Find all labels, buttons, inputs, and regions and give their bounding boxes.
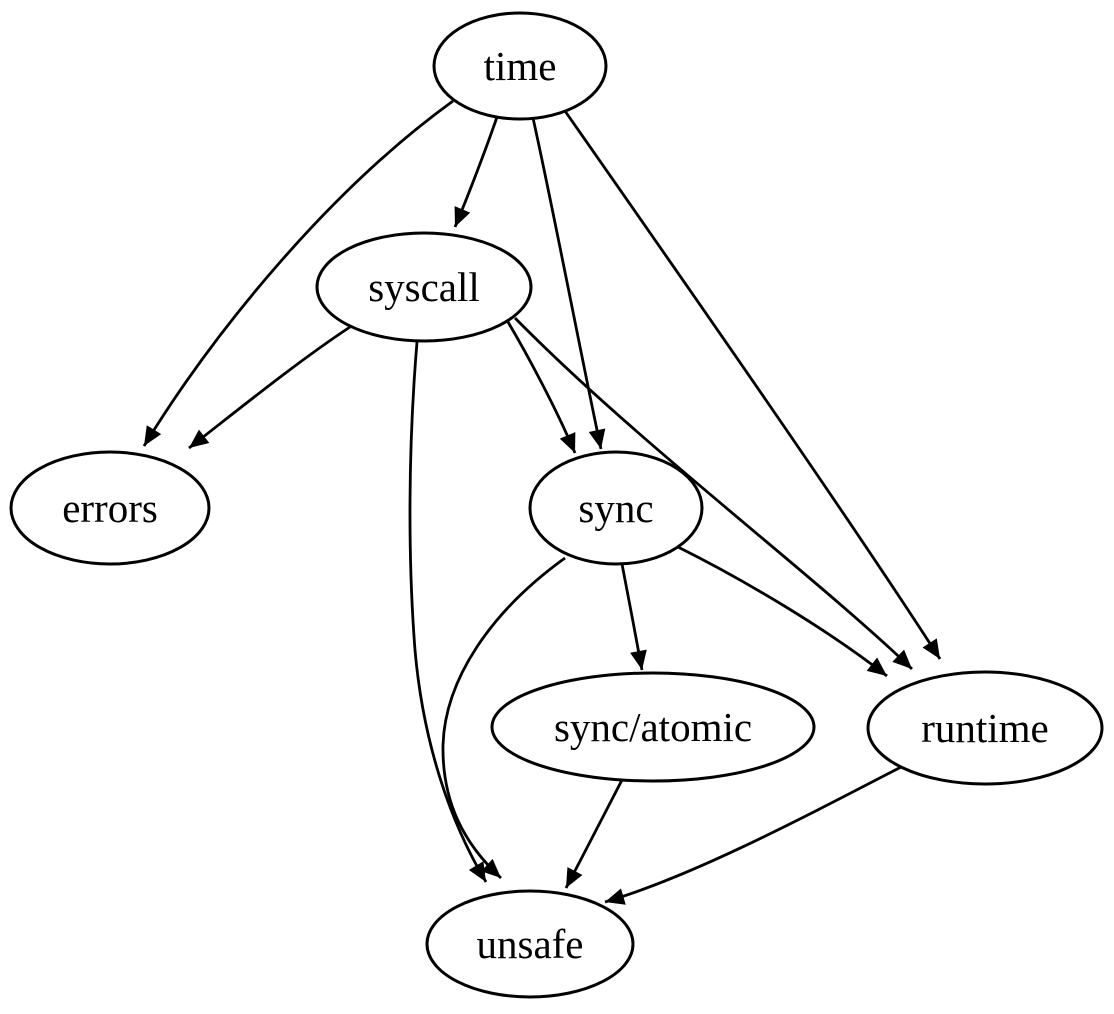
edge-time-to-sync: [531, 117, 606, 450]
node-ellipse-errors: [9, 450, 211, 566]
node-label-errors: errors: [62, 485, 158, 531]
node-ellipse-sync: [528, 450, 704, 566]
edges-layer: [142, 99, 942, 905]
edge-syscall-to-sync: [506, 321, 577, 454]
node-ellipse-runtime: [866, 670, 1104, 786]
edge-sync-to-sync-atomic: [620, 563, 647, 671]
node-unsafe: unsafe: [425, 889, 635, 999]
node-label-syscall: syscall: [368, 264, 480, 310]
node-ellipse-sync-atomic: [490, 671, 816, 783]
edge-syscall-to-unsafe: [408, 341, 488, 883]
edge-syscall-to-errors: [188, 325, 351, 450]
node-label-unsafe: unsafe: [476, 921, 583, 967]
edge-sync-atomic-to-unsafe: [564, 779, 624, 889]
edge-sync-to-unsafe: [441, 556, 566, 880]
node-label-runtime: runtime: [921, 705, 1049, 751]
node-ellipse-time: [432, 11, 608, 121]
node-time: time: [432, 11, 608, 121]
node-ellipse-syscall: [315, 231, 533, 343]
node-label-sync-atomic: sync/atomic: [554, 704, 752, 750]
edge-time-to-runtime: [563, 110, 942, 660]
node-label-time: time: [484, 43, 557, 89]
node-sync: sync: [528, 450, 704, 566]
node-label-sync: sync: [578, 485, 653, 531]
edge-runtime-to-unsafe: [604, 765, 902, 905]
edge-time-to-syscall: [453, 116, 499, 228]
node-ellipse-unsafe: [425, 889, 635, 999]
edge-syscall-to-runtime: [514, 317, 913, 671]
nodes-layer: time syscall errors sync sync/atomic runtime u…: [9, 11, 1104, 999]
node-errors: errors: [9, 450, 211, 566]
node-sync-atomic: sync/atomic: [490, 671, 816, 783]
edge-sync-to-runtime: [677, 545, 888, 678]
node-syscall: syscall: [315, 231, 533, 343]
edge-time-to-errors: [142, 99, 454, 447]
node-runtime: runtime: [866, 670, 1104, 786]
